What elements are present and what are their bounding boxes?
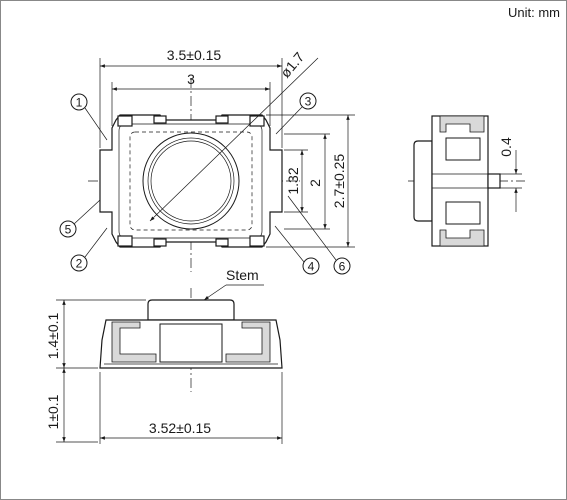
top-view-tab-top-right [249,115,265,127]
top-view-hidden-frame [129,131,253,231]
side-view-lower-block [445,201,481,225]
top-view-tab-bottom-mid-right [215,238,229,247]
callout-1: 1 [70,93,108,141]
svg-text:2: 2 [76,257,83,271]
dim-terminal-height: 1.32 [285,167,301,194]
side-view-housing [431,115,489,247]
side-view-upper-block [445,137,481,161]
top-view-tab-top-mid-left [153,115,167,124]
unit-label: Unit: mm [508,5,560,20]
callout-5: 5 [59,199,101,238]
dim-overall-height: 2.7±0.25 [331,154,347,209]
dim-diameter: ø1.7 [277,49,307,81]
front-view-right-terminal [225,321,271,363]
svg-text:1: 1 [76,96,83,110]
front-view-left-terminal [111,321,157,363]
callout-3: 3 [275,92,317,135]
top-view-tab-bottom-left [117,235,133,247]
callout-2: 2 [70,227,108,272]
stem-core-circle [150,140,232,222]
dim-gap: 0.4 [498,137,514,157]
dim-mid-height: 2 [307,179,323,187]
side-view-center-lead [487,173,501,189]
callout-4: 4 [274,225,320,275]
stem-inner-circle [147,137,235,225]
dim-overall-width: 3.5±0.15 [167,47,222,63]
svg-text:6: 6 [339,260,346,274]
side-view-stem [413,140,433,222]
top-view-tab-bottom-right [249,235,265,247]
top-view-tab-bottom-mid-left [153,238,167,247]
stem-leader-diag [203,284,227,301]
front-view-stem [147,299,235,321]
dim-height: 1.4±0.1 [45,312,61,359]
top-view: ø1.7 3.5±0.15 3 2.7±0.25 2 1.32 1 5 [59,47,355,275]
stem-outer-circle [142,132,240,230]
front-view-center-block [159,323,223,363]
stem-label: Stem [226,267,259,283]
svg-text:4: 4 [308,260,315,274]
top-view-tab-top-left [117,115,133,127]
svg-text:5: 5 [65,223,72,237]
callout-6: 6 [287,195,351,275]
svg-text:3: 3 [305,95,312,109]
top-view-tab-top-mid-right [215,115,229,124]
dim-base-height: 1±0.1 [45,394,61,429]
front-view: Stem 1.4±0.1 1±0.1 3.52±0.15 [45,267,283,444]
dim-width: 3.52±0.15 [149,420,211,436]
side-view-top-terminal [439,115,485,133]
side-view-bottom-terminal [439,229,485,247]
dim-inner-width: 3 [187,71,195,87]
diameter-line [149,57,319,222]
side-view: 0.4 [408,115,525,247]
